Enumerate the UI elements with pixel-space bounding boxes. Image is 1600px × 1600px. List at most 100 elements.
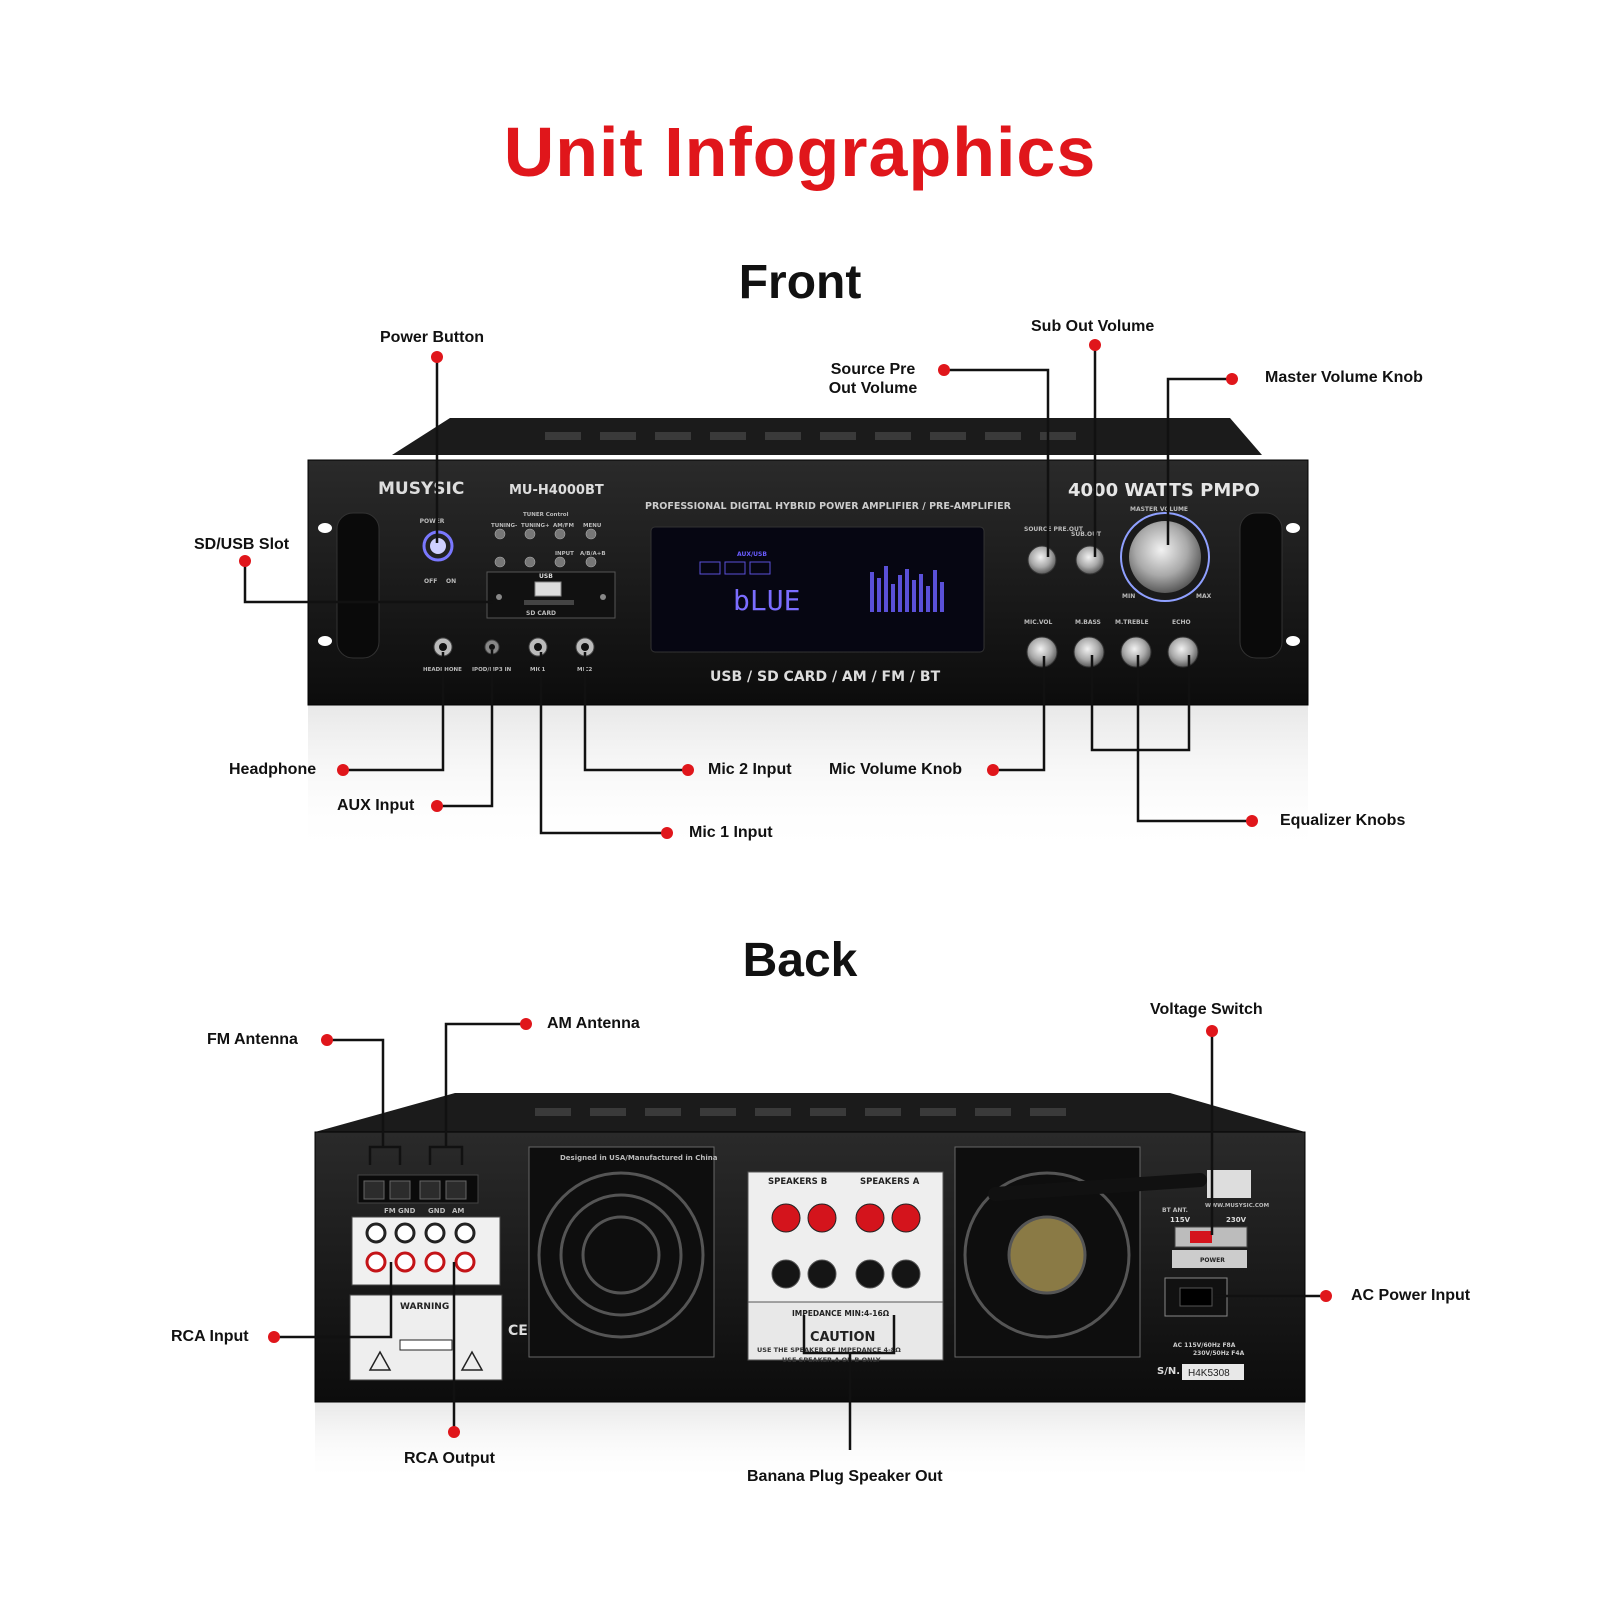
- dot-power-button: [431, 351, 443, 363]
- caution-panel: [747, 1301, 944, 1361]
- sd-card-label: SD CARD: [526, 610, 556, 617]
- ce-mark-icon: CE: [508, 1323, 528, 1339]
- speaker-b-positive-r[interactable]: [771, 1203, 801, 1233]
- right-fan-core: [1007, 1215, 1087, 1295]
- rca-jack-red[interactable]: [424, 1251, 446, 1273]
- aux-usb-indicator: AUX/USB: [737, 551, 767, 558]
- speaker-a-negative-l[interactable]: [891, 1259, 921, 1289]
- leader-am: [444, 1022, 526, 1147]
- warning-triangle-icon: [368, 1350, 392, 1371]
- voltage-switch-slider: [1190, 1231, 1212, 1243]
- power-label-back: POWER: [1200, 1257, 1225, 1264]
- rca-jack-red[interactable]: [365, 1251, 387, 1273]
- front-sources: USB / SD CARD / AM / FM / BT: [710, 669, 941, 685]
- speaker-b-negative-r[interactable]: [771, 1259, 801, 1289]
- module-screw: [496, 594, 502, 600]
- v230-label: 230V: [1226, 1216, 1247, 1224]
- front-watts: 4000 WATTS PMPO: [1068, 480, 1260, 501]
- website-text: WWW.MUSYSIC.COM: [1205, 1203, 1269, 1209]
- tuning-plus-button[interactable]: [524, 528, 536, 540]
- dot-rca-input: [268, 1331, 280, 1343]
- aux-jack-hole: [489, 644, 495, 650]
- m-bass-label: M.BASS: [1075, 619, 1101, 626]
- tuner-control-label: TUNER Control: [523, 512, 569, 518]
- label-rca-input: RCA Input: [171, 1328, 249, 1345]
- usb-label: USB: [539, 573, 553, 580]
- am-gnd-terminal[interactable]: [419, 1180, 441, 1200]
- display-icon: [749, 561, 771, 575]
- sd-slot[interactable]: [524, 600, 574, 605]
- mic-vol-knob[interactable]: [1026, 636, 1058, 668]
- echo-knob[interactable]: [1167, 636, 1199, 668]
- label-fm-antenna: FM Antenna: [207, 1031, 298, 1048]
- fm-gnd-terminal[interactable]: [389, 1180, 411, 1200]
- next-button[interactable]: [524, 556, 536, 568]
- speaker-a-positive-r[interactable]: [855, 1203, 885, 1233]
- left-fan-grill-inner: [559, 1193, 683, 1317]
- right-fan-grill: [963, 1171, 1131, 1339]
- sn-label: S/N.: [1157, 1366, 1180, 1377]
- display-icon: [724, 561, 746, 575]
- label-sub-out-volume: Sub Out Volume: [1031, 318, 1155, 335]
- echo-label: ECHO: [1172, 619, 1191, 626]
- leader-fm: [327, 1038, 385, 1147]
- speakers-b-label: SPEAKERS B: [768, 1177, 827, 1187]
- dot-eq: [1246, 815, 1258, 827]
- leader-fm-bracket: [368, 1145, 402, 1165]
- amfm-button[interactable]: [554, 528, 566, 540]
- usb-slot[interactable]: [534, 581, 562, 597]
- rack-hole: [1286, 523, 1300, 533]
- max-label: MAX: [1196, 593, 1212, 600]
- ac-inlet-socket: [1179, 1287, 1213, 1307]
- rca-jack-red[interactable]: [454, 1251, 476, 1273]
- left-fan-grill-core: [581, 1215, 661, 1295]
- label-equalizer-knobs: Equalizer Knobs: [1280, 812, 1406, 829]
- rca-jack-white[interactable]: [424, 1222, 446, 1244]
- source-preout-knob[interactable]: [1027, 545, 1057, 575]
- back-vents: [535, 1108, 1066, 1116]
- label-rca-output: RCA Output: [404, 1450, 495, 1467]
- dot-sd-usb: [239, 555, 251, 567]
- fm-terminal[interactable]: [363, 1180, 385, 1200]
- label-banana-plug: Banana Plug Speaker Out: [747, 1468, 943, 1485]
- warning-text: WARNING: [400, 1302, 449, 1312]
- label-am-antenna: AM Antenna: [547, 1015, 640, 1032]
- speaker-b-negative-l[interactable]: [807, 1259, 837, 1289]
- master-volume-knob[interactable]: [1129, 521, 1201, 593]
- mic1-jack-label: MIC1: [530, 667, 546, 673]
- front-vents: [545, 432, 1076, 440]
- speaker-a-negative-r[interactable]: [855, 1259, 885, 1289]
- abab-label: A/B/A+B: [580, 551, 606, 557]
- leader-mic1: [539, 652, 667, 835]
- serial-number: H4K5308: [1188, 1368, 1230, 1379]
- rca-jack-white[interactable]: [394, 1222, 416, 1244]
- left-fan-grill: [537, 1171, 705, 1339]
- input-button[interactable]: [554, 556, 566, 568]
- tuning-minus-button[interactable]: [494, 528, 506, 540]
- back-reflection: [315, 1402, 1305, 1482]
- dot-mic-vol: [987, 764, 999, 776]
- leader-eq: [1136, 655, 1252, 823]
- m-bass-knob[interactable]: [1073, 636, 1105, 668]
- menu-button[interactable]: [585, 528, 597, 540]
- front-model: MU-H4000BT: [509, 483, 604, 498]
- v115-label: 115V: [1170, 1216, 1191, 1224]
- speaker-b-positive-l[interactable]: [807, 1203, 837, 1233]
- label-mic1-input: Mic 1 Input: [689, 824, 773, 841]
- am-terminal[interactable]: [445, 1180, 467, 1200]
- rca-jack-white[interactable]: [454, 1222, 476, 1244]
- prev-button[interactable]: [494, 556, 506, 568]
- m-treble-knob[interactable]: [1120, 636, 1152, 668]
- rca-jack-red[interactable]: [394, 1251, 416, 1273]
- speaker-a-positive-l[interactable]: [891, 1203, 921, 1233]
- leader-aux: [437, 650, 494, 808]
- dot-aux: [431, 800, 443, 812]
- abab-button[interactable]: [585, 556, 597, 568]
- dot-sub-out: [1089, 339, 1101, 351]
- dot-voltage: [1206, 1025, 1218, 1037]
- leader-am-bracket: [428, 1145, 464, 1165]
- spectrum-bars: [870, 566, 944, 612]
- rca-jack-white[interactable]: [365, 1222, 387, 1244]
- leader-master: [1166, 377, 1232, 545]
- sub-out-knob[interactable]: [1075, 545, 1105, 575]
